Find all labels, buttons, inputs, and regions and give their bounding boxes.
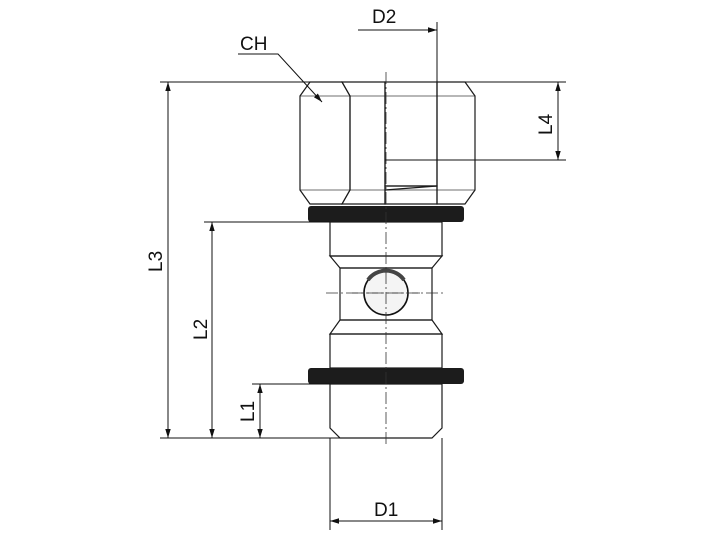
- hex-nut-thread-bottom: [384, 185, 438, 205]
- hex-nut-left-face: [299, 81, 351, 205]
- label-l2: L2: [191, 319, 212, 340]
- dim-d1: D1: [329, 438, 443, 530]
- dim-l1: L1: [238, 383, 330, 438]
- hex-nut-middle-face: [340, 81, 386, 205]
- hex-nut-bore: [384, 81, 438, 187]
- dim-ch: CH: [238, 34, 323, 103]
- hex-nut-section-hatch: [436, 81, 476, 205]
- label-l1: L1: [238, 401, 259, 422]
- hex-nut: [299, 81, 476, 205]
- dim-l3: L3: [146, 81, 340, 439]
- label-d2: D2: [372, 7, 396, 28]
- dim-l2: L2: [191, 221, 330, 438]
- dim-l4: L4: [385, 81, 566, 161]
- dim-d2: D2: [358, 7, 438, 82]
- bolt-shank: [329, 383, 443, 439]
- label-ch: CH: [240, 34, 267, 55]
- label-l4: L4: [536, 113, 557, 135]
- label-l3: L3: [146, 251, 167, 272]
- label-d1: D1: [374, 500, 398, 521]
